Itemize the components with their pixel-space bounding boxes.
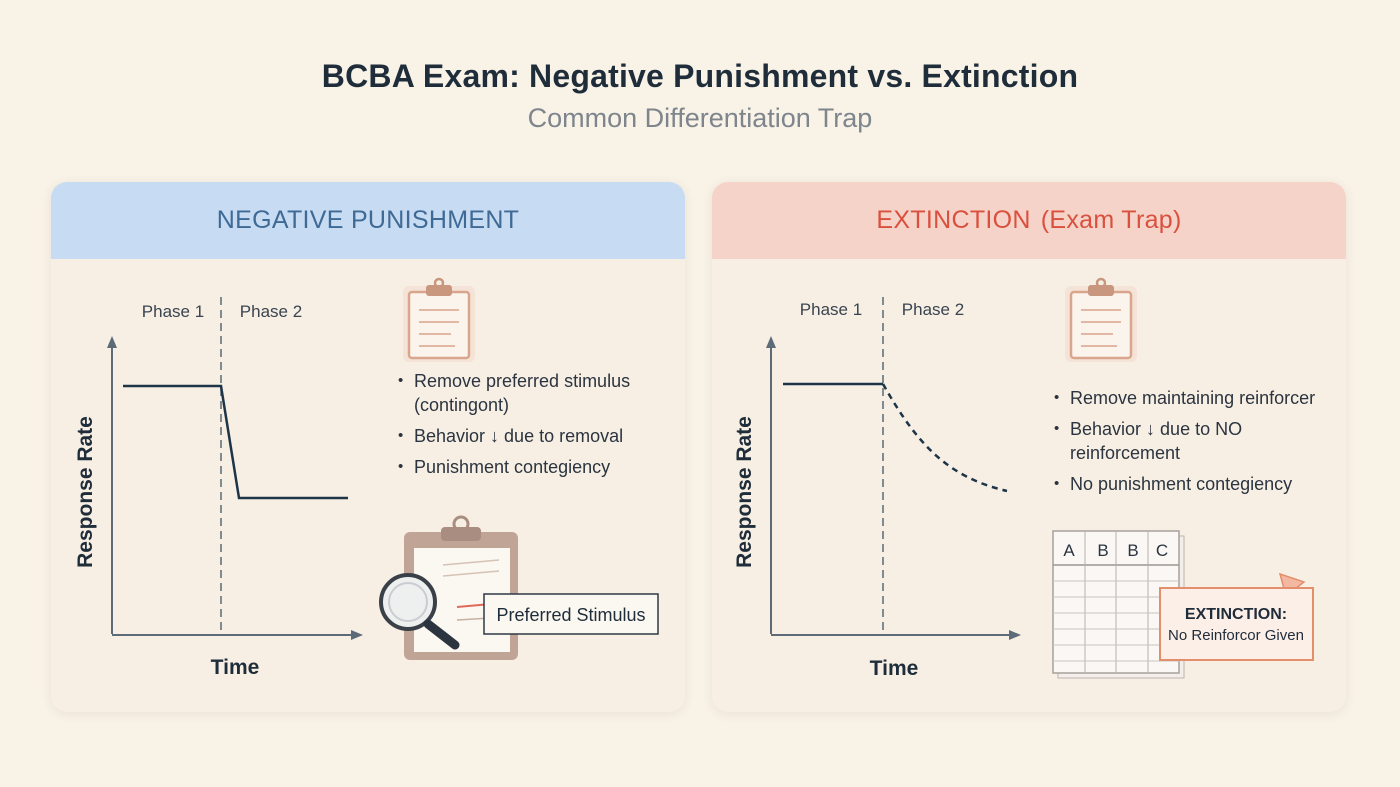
- extinction-callout: EXTINCTION: No Reinforcor Given: [1159, 572, 1314, 661]
- exam-trap-note: (Exam Trap): [1040, 206, 1182, 234]
- bullet-item: Remove preferred stimulus (contingont): [398, 369, 668, 417]
- page-subtitle: Common Differentiation Trap: [527, 103, 873, 133]
- grid-header-cell: B: [1127, 541, 1138, 560]
- x-axis-label: Time: [870, 657, 919, 680]
- extinction-header-label: EXTINCTION: [876, 206, 1031, 234]
- bullet-item: Behavior ↓ due to removal: [398, 424, 668, 448]
- y-axis-label: Response Rate: [74, 416, 97, 568]
- preferred-stimulus-box: Preferred Stimulus: [483, 593, 659, 635]
- negative-punishment-graph-area: Phase 1 Phase 2 Time Response Rate: [74, 277, 659, 679]
- x-axis-arrow: [1009, 630, 1021, 640]
- phase1-label: Phase 1: [800, 300, 862, 319]
- bullet-item: Behavior ↓ due to NO reinforcement: [1054, 417, 1344, 465]
- y-axis-arrow: [107, 336, 117, 348]
- phase2-label: Phase 2: [902, 300, 964, 319]
- y-axis-label: Response Rate: [733, 416, 756, 568]
- x-axis-arrow: [351, 630, 363, 640]
- phase1-label: Phase 1: [142, 302, 204, 321]
- extinction-graph-area: Phase 1 Phase 2 Time Response Rate: [733, 277, 1314, 680]
- response-rate-line: [123, 384, 348, 500]
- bullet-item: Punishment contegiency: [398, 455, 668, 479]
- grid-header-cell: C: [1156, 541, 1168, 560]
- extinction-header: EXTINCTION (Exam Trap): [712, 182, 1346, 259]
- extinction-panel: EXTINCTION (Exam Trap) Phase 1 Phase 2 T…: [712, 182, 1346, 712]
- y-axis-arrow: [766, 336, 776, 348]
- extinction-bullets: Remove maintaining reinforcer Behavior ↓…: [1054, 386, 1344, 503]
- clipboard-icon: [1065, 277, 1137, 362]
- callout-title: EXTINCTION:: [1185, 606, 1287, 623]
- phase2-label: Phase 2: [240, 302, 302, 321]
- negative-punishment-header-label: NEGATIVE PUNISHMENT: [216, 206, 520, 234]
- extinction-decay-curve: [881, 383, 1008, 493]
- grid-header-cell: A: [1063, 541, 1075, 560]
- clipboard-magnifier-illustration: [379, 515, 518, 660]
- x-axis-label: Time: [211, 656, 260, 679]
- negative-punishment-panel: NEGATIVE PUNISHMENT Phase 1 Phase 2 Time…: [51, 182, 685, 712]
- page-title: BCBA Exam: Negative Punishment vs. Extin…: [321, 58, 1079, 94]
- clipboard-icon: [403, 277, 475, 362]
- preferred-stimulus-label: Preferred Stimulus: [496, 605, 645, 625]
- bullet-item: No punishment contegiency: [1054, 472, 1344, 496]
- negative-punishment-header: NEGATIVE PUNISHMENT: [51, 182, 685, 259]
- bullet-item: Remove maintaining reinforcer: [1054, 386, 1344, 410]
- grid-header-cell: B: [1097, 541, 1108, 560]
- negative-punishment-bullets: Remove preferred stimulus (contingont) B…: [398, 369, 668, 486]
- callout-text: No Reinforcor Given: [1168, 627, 1304, 644]
